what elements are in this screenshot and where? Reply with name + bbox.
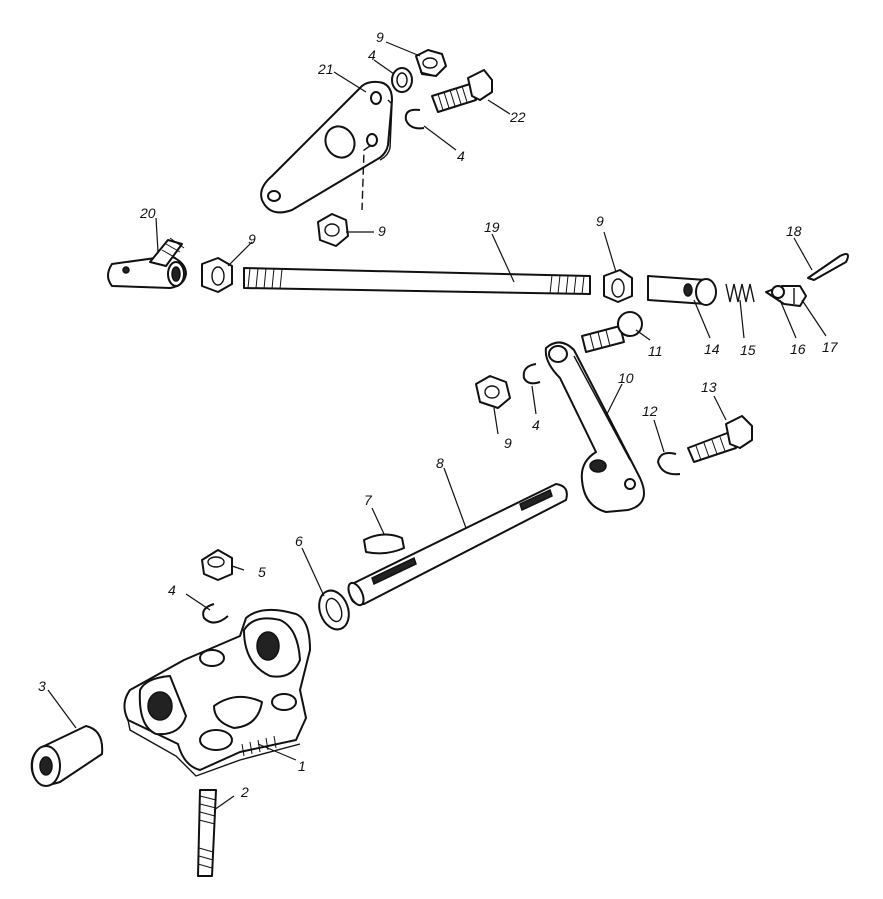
callout-4-split: 4 <box>457 148 465 164</box>
part-9-nut-left <box>201 257 233 293</box>
part-10-lever <box>544 341 645 513</box>
callout-20: 20 <box>139 205 156 221</box>
callout-21: 21 <box>317 61 334 77</box>
part-7-key <box>363 533 405 555</box>
part-6-washer <box>318 589 350 631</box>
part-18-cotter-pin <box>807 253 849 281</box>
part-22-bolt <box>431 69 493 113</box>
callout-15: 15 <box>740 342 756 358</box>
callout-3: 3 <box>38 678 46 694</box>
callout-2: 2 <box>240 784 249 800</box>
callout-7: 7 <box>364 492 373 508</box>
callout-8: 8 <box>436 455 444 471</box>
callout-19: 19 <box>484 219 500 235</box>
part-15-spring <box>725 283 755 303</box>
callout-18: 18 <box>786 223 802 239</box>
part-9-nut-right <box>603 269 633 303</box>
part-14-sleeve <box>647 275 717 306</box>
callout-14: 14 <box>704 341 720 357</box>
leader-lines <box>47 41 827 811</box>
callout-1: 1 <box>298 758 306 774</box>
callout-13: 13 <box>701 379 717 395</box>
callout-5: 5 <box>258 564 266 580</box>
callout-4-top: 4 <box>368 47 376 63</box>
callout-22: 22 <box>509 109 526 125</box>
part-1-housing <box>123 608 311 777</box>
callout-11: 11 <box>648 343 663 359</box>
callout-9-mid: 9 <box>504 435 512 451</box>
part-9-nut-mid <box>475 375 511 409</box>
part-16-17-pin <box>765 285 807 307</box>
part-9-nut-plate <box>317 213 349 247</box>
part-19-rod <box>243 267 591 295</box>
part-4-washer-mid <box>522 363 541 385</box>
part-2-stud <box>197 789 217 877</box>
part-20-swivel-joint <box>107 237 187 289</box>
part-3-bushing <box>30 725 104 787</box>
part-5-nut <box>201 549 233 581</box>
part-8-shaft <box>347 483 568 607</box>
part-12-washer <box>657 452 681 476</box>
callout-labels: 1 2 3 4 5 6 7 8 9 4 10 12 13 11 14 15 16… <box>38 29 839 800</box>
part-9-nut-top <box>415 49 447 77</box>
callout-4-lower: 4 <box>168 582 176 598</box>
part-4-washer-low <box>202 603 229 624</box>
callout-9-plate: 9 <box>378 223 386 239</box>
callout-17: 17 <box>822 339 839 355</box>
callout-9-top: 9 <box>376 29 384 45</box>
part-11-ball-stud <box>581 311 643 353</box>
part-21-bracket-plate <box>260 80 393 214</box>
part-13-bolt <box>687 415 753 463</box>
callout-9-right: 9 <box>596 213 604 229</box>
part-4-split-washer <box>404 108 425 130</box>
callout-12: 12 <box>642 403 658 419</box>
callout-6: 6 <box>295 533 303 549</box>
callout-10: 10 <box>618 370 634 386</box>
part-4-washer-top <box>391 67 413 93</box>
callout-4-mid: 4 <box>532 417 540 433</box>
callout-9-left: 9 <box>248 231 256 247</box>
callout-16: 16 <box>790 341 806 357</box>
